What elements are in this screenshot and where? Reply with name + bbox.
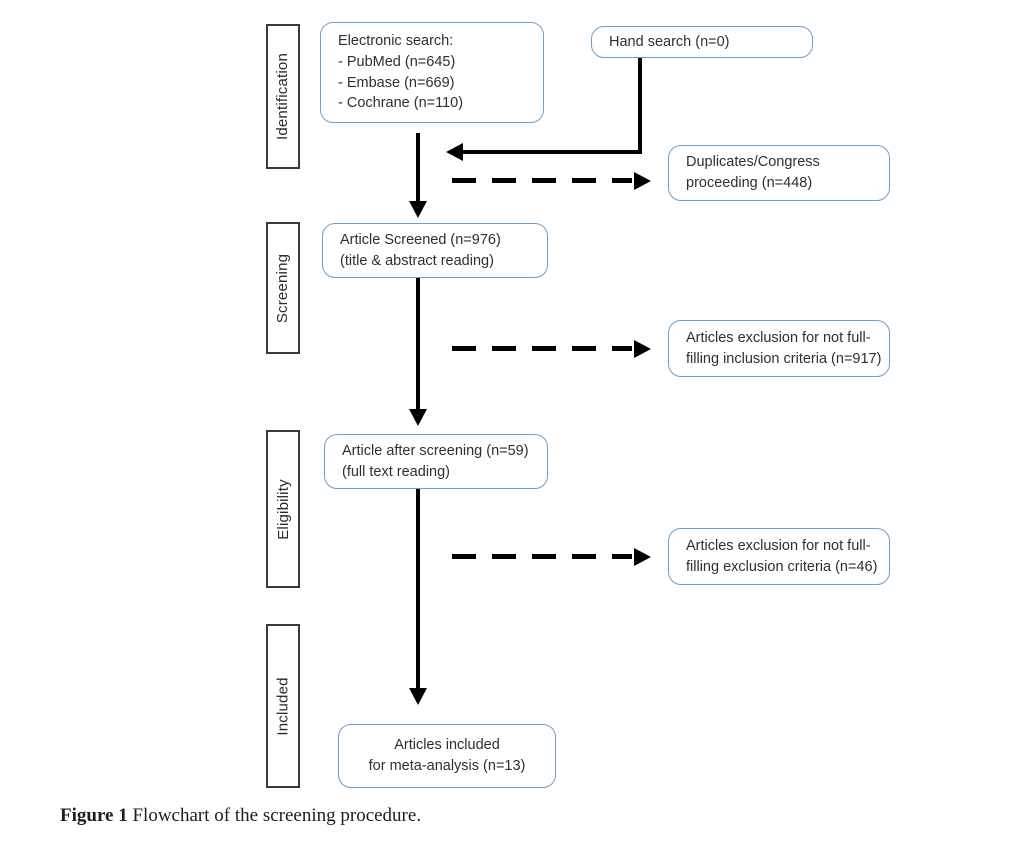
node-article-after-screening-text: Article after screening (n=59) (full tex… bbox=[342, 442, 529, 480]
node-article-after-screening: Article after screening (n=59) (full tex… bbox=[324, 434, 548, 489]
node-exclusion-exclusion-criteria-text: Articles exclusion for not full- filling… bbox=[686, 537, 878, 575]
stage-label-eligibility: Eligibility bbox=[266, 430, 300, 588]
connector-identification-to-screening-line bbox=[416, 133, 420, 205]
node-electronic-search: Electronic search: - PubMed (n=645) - Em… bbox=[320, 22, 544, 123]
arrowhead-exclusion-exclusion-right bbox=[634, 548, 651, 566]
node-exclusion-exclusion-criteria: Articles exclusion for not full- filling… bbox=[668, 528, 890, 585]
connector-screening-to-eligibility-line bbox=[416, 278, 420, 411]
node-articles-included: Articles included for meta-analysis (n=1… bbox=[338, 724, 556, 788]
connector-hand-search-horizontal bbox=[461, 150, 642, 154]
node-article-screened-text: Article Screened (n=976) (title & abstra… bbox=[340, 231, 501, 269]
node-hand-search-text: Hand search (n=0) bbox=[609, 33, 730, 50]
node-articles-included-text: Articles included for meta-analysis (n=1… bbox=[368, 737, 526, 774]
stage-label-eligibility-text: Eligibility bbox=[274, 478, 292, 540]
stage-label-included: Included bbox=[266, 624, 300, 788]
arrowhead-exclusion-inclusion-right bbox=[634, 340, 651, 358]
connector-exclusion-exclusion-dashed bbox=[452, 554, 632, 559]
node-duplicates-text: Duplicates/Congress proceeding (n=448) bbox=[686, 154, 820, 191]
stage-label-identification-text: Identification bbox=[274, 52, 292, 141]
node-article-screened: Article Screened (n=976) (title & abstra… bbox=[322, 223, 548, 278]
connector-duplicates-dashed bbox=[452, 178, 632, 183]
stage-label-identification: Identification bbox=[266, 24, 300, 169]
figure-caption-label: Figure 1 bbox=[60, 805, 128, 826]
node-exclusion-inclusion-criteria: Articles exclusion for not full- filling… bbox=[668, 320, 890, 377]
arrowhead-duplicates-right bbox=[634, 172, 651, 190]
arrowhead-hand-search-left bbox=[446, 143, 463, 161]
connector-hand-search-vertical bbox=[638, 58, 642, 154]
figure-caption-text: Flowchart of the screening procedure. bbox=[127, 805, 422, 826]
stage-label-screening: Screening bbox=[266, 222, 300, 354]
figure-caption: Figure 1 Flowchart of the screening proc… bbox=[60, 805, 421, 827]
node-duplicates: Duplicates/Congress proceeding (n=448) bbox=[668, 145, 890, 201]
arrowhead-eligibility-to-included bbox=[409, 688, 427, 705]
node-exclusion-inclusion-criteria-text: Articles exclusion for not full- filling… bbox=[686, 329, 882, 367]
node-electronic-search-text: Electronic search: - PubMed (n=645) - Em… bbox=[338, 33, 464, 112]
stage-label-screening-text: Screening bbox=[274, 253, 292, 323]
connector-exclusion-inclusion-dashed bbox=[452, 346, 632, 351]
connector-eligibility-to-included-line bbox=[416, 489, 420, 690]
arrowhead-screening-to-eligibility bbox=[409, 409, 427, 426]
stage-label-included-text: Included bbox=[274, 676, 292, 736]
arrowhead-identification-to-screening bbox=[409, 201, 427, 218]
node-hand-search: Hand search (n=0) bbox=[591, 26, 813, 58]
